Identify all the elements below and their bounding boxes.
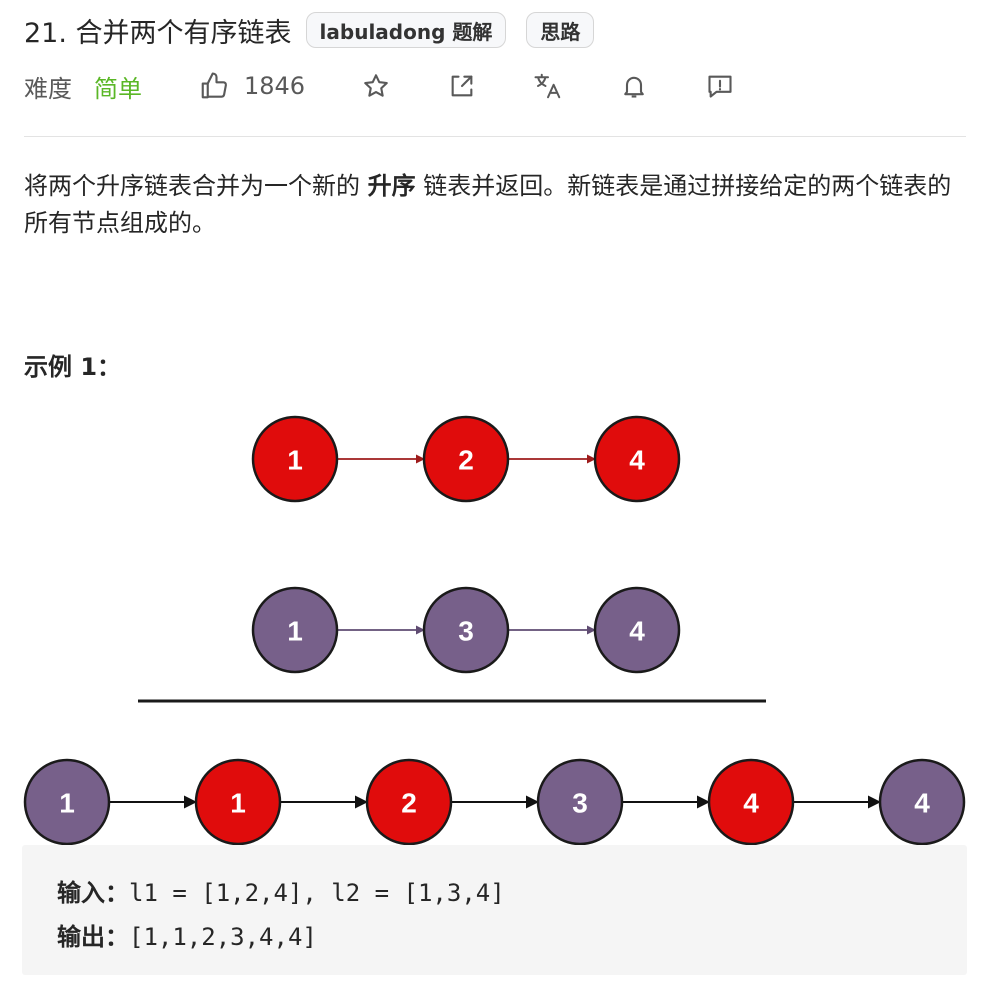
description-bold-text: 升序	[367, 172, 416, 200]
list2-node-label-3: 4	[629, 616, 645, 647]
merged-node-5	[707, 758, 795, 846]
merged-node-label-1: 1	[59, 788, 75, 819]
list2-node-3	[593, 586, 681, 674]
input-line: 输入：l1 = [1,2,4], l2 = [1,3,4]	[57, 873, 505, 908]
feedback-icon[interactable]	[704, 70, 736, 102]
output-value: [1,1,2,3,4,4]	[129, 923, 317, 951]
difficulty-badge: 简单	[94, 74, 142, 103]
list1-node-3	[593, 415, 681, 503]
input-value: l1 = [1,2,4], l2 = [1,3,4]	[129, 879, 505, 907]
input-label: 输入：	[57, 879, 129, 907]
difficulty-label: 难度	[24, 74, 72, 103]
problem-description: 将两个升序链表合并为一个新的 升序 链表并返回。新链表是通过拼接给定的两个链表的…	[24, 168, 974, 242]
header-divider	[24, 136, 966, 137]
list1-node-label-1: 1	[287, 445, 303, 476]
tag-labuladong-solution[interactable]: labuladong 题解	[305, 12, 507, 48]
merged-node-3	[365, 758, 453, 846]
tag-approach[interactable]: 思路	[526, 12, 595, 48]
share-icon[interactable]	[446, 70, 478, 102]
list1-node-2	[422, 415, 510, 503]
like-count: 1846	[244, 72, 306, 100]
merged-node-4	[536, 758, 624, 846]
list1-node-label-2: 2	[458, 445, 474, 476]
merged-node-label-2: 1	[230, 788, 246, 819]
merged-node-6	[878, 758, 966, 846]
thumbs-up-icon	[198, 70, 230, 102]
list2-node-label-1: 1	[287, 616, 303, 647]
merged-node-label-5: 4	[743, 788, 759, 819]
merged-node-label-4: 3	[572, 788, 588, 819]
list1-node-label-3: 4	[629, 445, 645, 476]
output-line: 输出：[1,1,2,3,4,4]	[57, 917, 317, 952]
example-title: 示例 1：	[24, 353, 122, 381]
star-icon[interactable]	[360, 70, 392, 102]
meta-row: 难度 简单 1846	[24, 66, 736, 106]
bell-icon[interactable]	[618, 70, 650, 102]
merged-node-label-6: 4	[914, 788, 930, 819]
list1-node-1	[251, 415, 339, 503]
list2-node-label-2: 3	[458, 616, 474, 647]
merged-node-1	[23, 758, 111, 846]
list2-node-1	[251, 586, 339, 674]
description-text-1: 将两个升序链表合并为一个新的	[24, 172, 368, 200]
title-row: 21. 合并两个有序链表 labuladong 题解 思路	[24, 8, 614, 52]
problem-title: 21. 合并两个有序链表	[24, 17, 292, 49]
merged-node-label-3: 2	[401, 788, 417, 819]
description-text-2: 链表并返回。新链表是通过拼接给定的两个链表的所有节点组成的。	[24, 172, 952, 237]
list2-node-2	[422, 586, 510, 674]
merged-node-2	[194, 758, 282, 846]
example-io-block: 输入：l1 = [1,2,4], l2 = [1,3,4] 输出：[1,1,2,…	[22, 845, 967, 975]
translate-icon[interactable]	[532, 70, 564, 102]
like-button[interactable]: 1846	[198, 70, 305, 102]
output-label: 输出：	[57, 923, 129, 951]
